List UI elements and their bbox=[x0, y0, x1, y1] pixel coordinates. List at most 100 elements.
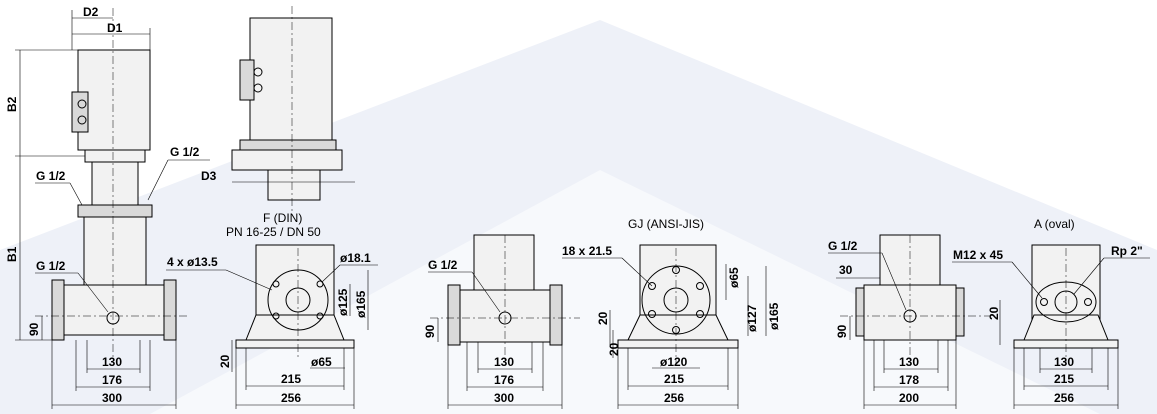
dim-f-h20: 20 bbox=[218, 340, 233, 372]
dim-v2-176: 176 bbox=[466, 342, 544, 391]
svg-text:178: 178 bbox=[899, 373, 919, 387]
label-f-holes: 4 x ø13.5 bbox=[166, 255, 273, 291]
terminal-box bbox=[71, 91, 89, 133]
dim-gj-h20: 20 bbox=[607, 330, 621, 358]
dim-f-d165: ø165 bbox=[354, 270, 369, 330]
svg-text:176: 176 bbox=[494, 373, 514, 387]
dim-v1-176: 176 bbox=[75, 340, 151, 391]
svg-text:ø120: ø120 bbox=[660, 355, 688, 369]
label-v3-g12: G 1/2 bbox=[828, 239, 907, 311]
dim-f-215: 215 bbox=[245, 348, 345, 390]
svg-text:ø165: ø165 bbox=[767, 302, 781, 330]
svg-text:G 1/2: G 1/2 bbox=[170, 145, 200, 159]
svg-text:90: 90 bbox=[27, 322, 41, 336]
dim-gj-215: 215 bbox=[627, 348, 729, 390]
dim-a-178: 178 bbox=[873, 340, 949, 391]
pump-side-view bbox=[35, 8, 190, 360]
svg-text:130: 130 bbox=[494, 355, 514, 369]
svg-text:ø125: ø125 bbox=[336, 288, 350, 316]
svg-text:M12 x 45: M12 x 45 bbox=[953, 248, 1003, 262]
dim-f-256: 256 bbox=[235, 348, 355, 409]
caption-f-pn: PN 16-25 / DN 50 bbox=[226, 225, 321, 239]
svg-text:30: 30 bbox=[839, 263, 853, 277]
caption-f-din: F (DIN) bbox=[263, 211, 302, 225]
dim-v2-h20: 20 bbox=[596, 310, 611, 345]
dim-gj-d120: ø120 bbox=[652, 355, 700, 369]
dim-f-d65: ø65 bbox=[310, 355, 345, 369]
svg-text:300: 300 bbox=[102, 391, 122, 405]
motor-housing bbox=[249, 17, 333, 141]
pump-base bbox=[63, 284, 165, 336]
svg-text:90: 90 bbox=[423, 324, 437, 338]
base-side-view-2 bbox=[430, 234, 580, 362]
dim-v2-300: 300 bbox=[447, 345, 563, 409]
svg-text:ø127: ø127 bbox=[745, 304, 759, 332]
dim-v2-h90: 90 bbox=[423, 318, 439, 342]
svg-text:G 1/2: G 1/2 bbox=[428, 258, 458, 272]
flange-din-view bbox=[235, 244, 355, 360]
dim-a-30: 30 bbox=[836, 263, 880, 279]
dim-v1-h90: 90 bbox=[27, 316, 43, 340]
svg-text:200: 200 bbox=[899, 391, 919, 405]
svg-text:D1: D1 bbox=[107, 21, 123, 35]
dim-a-h20: 20 bbox=[987, 300, 1001, 345]
svg-text:ø18.1: ø18.1 bbox=[340, 251, 371, 265]
flange-ansi-jis-view bbox=[617, 244, 739, 365]
svg-text:130: 130 bbox=[899, 355, 919, 369]
svg-text:18 x 21.5: 18 x 21.5 bbox=[562, 244, 612, 258]
dim-a-130: 130 bbox=[883, 340, 939, 373]
dim-f-d125: ø125 bbox=[336, 284, 351, 316]
label-v2-g12: G 1/2 bbox=[428, 258, 501, 313]
label-g12-upper-left: G 1/2 bbox=[35, 169, 83, 206]
svg-text:215: 215 bbox=[664, 372, 684, 386]
dim-a-215: 215 bbox=[1023, 348, 1109, 390]
dim-v1-130: 130 bbox=[86, 340, 141, 373]
motor-stool bbox=[84, 149, 146, 163]
dim-d2: D2 bbox=[71, 5, 113, 50]
base-side-view-3 bbox=[840, 234, 990, 362]
dim-gj-d165: ø165 bbox=[765, 266, 781, 336]
label-a-bolts: M12 x 45 bbox=[952, 248, 1043, 299]
svg-text:B1: B1 bbox=[5, 246, 19, 262]
dim-d1: D1 bbox=[72, 21, 151, 50]
label-gj-holes: 18 x 21.5 bbox=[562, 244, 653, 287]
dim-v1-300: 300 bbox=[51, 340, 177, 409]
caption-gj: GJ (ANSI-JIS) bbox=[628, 217, 704, 231]
label-a-rp: Rp 2" bbox=[1073, 244, 1150, 295]
svg-text:90: 90 bbox=[835, 324, 849, 338]
svg-text:ø65: ø65 bbox=[311, 355, 332, 369]
svg-text:176: 176 bbox=[102, 373, 122, 387]
svg-text:G 1/2: G 1/2 bbox=[828, 239, 858, 253]
svg-text:B2: B2 bbox=[5, 96, 19, 112]
svg-text:256: 256 bbox=[1054, 391, 1074, 405]
svg-text:D2: D2 bbox=[83, 5, 99, 19]
svg-text:256: 256 bbox=[281, 391, 301, 405]
svg-text:Rp 2": Rp 2" bbox=[1111, 244, 1143, 258]
svg-text:ø165: ø165 bbox=[354, 290, 368, 318]
svg-text:215: 215 bbox=[281, 372, 301, 386]
svg-text:256: 256 bbox=[664, 391, 684, 405]
pump-head bbox=[77, 204, 153, 218]
motor-front-view bbox=[231, 6, 343, 215]
dim-b1: B1 bbox=[5, 156, 52, 341]
flange-oval-view bbox=[1013, 244, 1119, 362]
dim-a-130b: 130 bbox=[1039, 348, 1093, 373]
svg-text:20: 20 bbox=[218, 354, 232, 368]
label-g12-drain: G 1/2 bbox=[35, 259, 109, 313]
watermark-logo bbox=[0, 20, 1157, 414]
caption-a-oval: A (oval) bbox=[1034, 217, 1075, 231]
svg-text:ø65: ø65 bbox=[727, 267, 741, 288]
dim-gj-d127: ø127 bbox=[745, 276, 759, 336]
svg-text:G 1/2: G 1/2 bbox=[36, 259, 66, 273]
svg-text:20: 20 bbox=[596, 311, 610, 325]
dim-a-200: 200 bbox=[863, 340, 957, 409]
svg-text:215: 215 bbox=[1054, 372, 1074, 386]
svg-text:300: 300 bbox=[494, 391, 514, 405]
svg-text:130: 130 bbox=[1054, 355, 1074, 369]
motor-body bbox=[77, 49, 151, 151]
dim-d3: D3 bbox=[201, 169, 355, 183]
dim-a-h90: 90 bbox=[835, 316, 851, 340]
dim-b2: B2 bbox=[5, 49, 85, 157]
svg-text:130: 130 bbox=[102, 355, 122, 369]
